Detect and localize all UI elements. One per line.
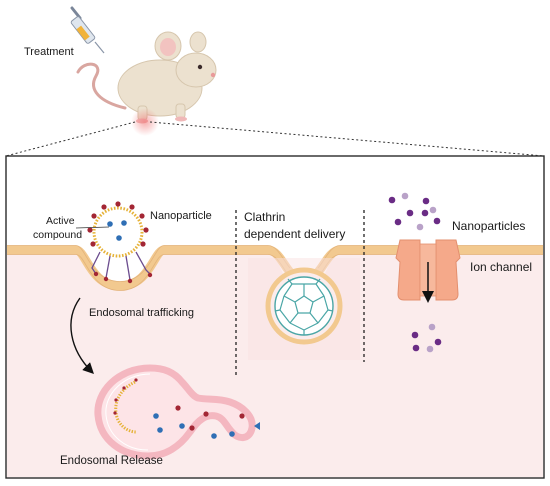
active-compound-pointer <box>75 226 110 229</box>
free-nanoparticles-bottom <box>411 323 442 353</box>
nanoparticle-label: Nanoparticle <box>150 210 212 222</box>
arrow-icon <box>70 297 94 374</box>
active-compound-label-line2: compound <box>33 229 82 241</box>
zoom-lines <box>5 121 545 157</box>
active-compound-label-line1: Active <box>46 215 75 227</box>
injection-site-glow <box>131 108 159 136</box>
clathrin-cage <box>274 278 334 335</box>
receptor-linkers <box>91 251 151 281</box>
free-nanoparticles-top <box>388 192 441 231</box>
clathrin-vesicle <box>265 267 343 345</box>
syringe-icon <box>70 6 105 54</box>
endosomal-trafficking-label: Endosomal trafficking <box>89 307 194 319</box>
nanoparticles-label: Nanoparticles <box>452 219 525 233</box>
ion-channel-icon <box>395 239 461 303</box>
treatment-label: Treatment <box>24 46 74 58</box>
surface-ligands <box>87 201 149 247</box>
cargo-dots <box>107 220 127 241</box>
nanoparticle <box>87 201 153 284</box>
endosome <box>94 364 260 460</box>
clathrin-label-line2: dependent delivery <box>244 227 345 241</box>
endosomal-release-label: Endosomal Release <box>60 455 163 467</box>
clathrin-label-line1: Clathrin <box>244 210 285 224</box>
ion-channel-label: Ion channel <box>470 260 532 274</box>
